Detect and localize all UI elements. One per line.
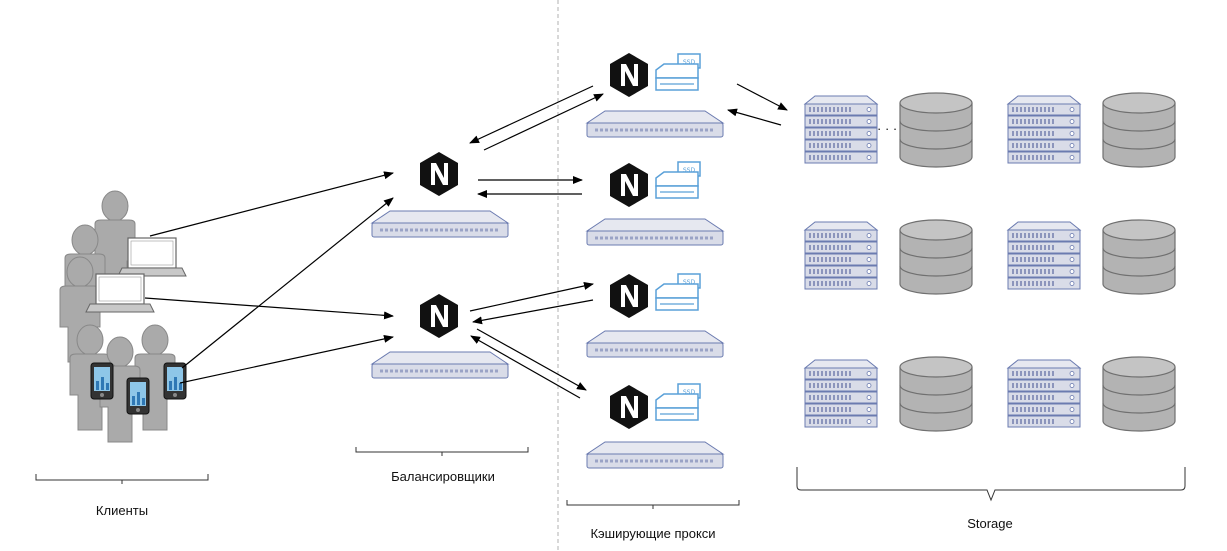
arrow xyxy=(469,85,594,144)
caching-proxy-2 xyxy=(585,161,725,247)
arrow xyxy=(727,108,782,126)
rack-server-icon xyxy=(585,109,725,139)
laptop-icon xyxy=(117,237,187,277)
ssd-icon xyxy=(655,273,701,311)
caching-proxy-3 xyxy=(585,273,725,359)
label-balancers: Балансировщики xyxy=(391,469,495,484)
storage-server-icon xyxy=(805,96,877,163)
caching-proxy-4 xyxy=(585,383,725,470)
label-clients: Клиенты xyxy=(96,503,148,518)
ssd-icon xyxy=(655,161,701,199)
laptop-icon xyxy=(85,273,155,313)
database-icon xyxy=(1102,219,1176,295)
rack-server-icon xyxy=(585,217,725,247)
arrow xyxy=(179,334,394,384)
storage-server-icon xyxy=(1008,96,1080,163)
nginx-icon xyxy=(610,385,648,429)
rack-server-icon xyxy=(585,440,725,470)
caching-proxy-1 xyxy=(585,53,725,139)
storage-server-icon xyxy=(805,360,877,427)
label-caching-proxies: Кэширующие прокси xyxy=(590,526,715,541)
brace-clients xyxy=(35,474,209,484)
label-storage: Storage xyxy=(967,516,1013,531)
database-icon xyxy=(899,92,973,168)
arrow xyxy=(472,299,594,325)
arrow xyxy=(149,171,394,237)
brace-storage xyxy=(796,467,1186,502)
arrow xyxy=(476,328,587,391)
braces xyxy=(35,447,1186,509)
database-icon xyxy=(1102,356,1176,432)
brace-balancers xyxy=(355,447,529,456)
arrow xyxy=(181,197,394,369)
storage-server-icon xyxy=(1008,360,1080,427)
nginx-icon xyxy=(610,274,648,318)
database-icon xyxy=(899,356,973,432)
ellipsis-text: · · · xyxy=(877,121,897,136)
arrow xyxy=(470,335,581,399)
rack-server-icon xyxy=(585,329,725,359)
brace-proxies xyxy=(566,500,740,509)
clients-group xyxy=(59,190,187,443)
nginx-icon xyxy=(610,163,648,207)
phone-icon xyxy=(163,362,187,400)
storage-server-icon xyxy=(805,222,877,289)
arrow xyxy=(144,297,394,320)
rack-server-icon xyxy=(370,209,510,239)
ssd-icon xyxy=(655,383,701,421)
nginx-icon xyxy=(420,152,458,196)
nginx-icon xyxy=(420,294,458,338)
database-icon xyxy=(899,219,973,295)
arrow xyxy=(483,93,604,151)
database-icon xyxy=(1102,92,1176,168)
ssd-icon xyxy=(655,53,701,91)
arrow xyxy=(469,282,594,312)
storage-server-icon xyxy=(1008,222,1080,289)
arrows xyxy=(144,83,788,399)
nginx-icon xyxy=(610,53,648,97)
phone-icon xyxy=(90,362,114,400)
storage-group: · · · xyxy=(805,92,1176,432)
arrow xyxy=(736,83,788,111)
rack-server-icon xyxy=(370,350,510,380)
phone-icon xyxy=(126,377,150,415)
